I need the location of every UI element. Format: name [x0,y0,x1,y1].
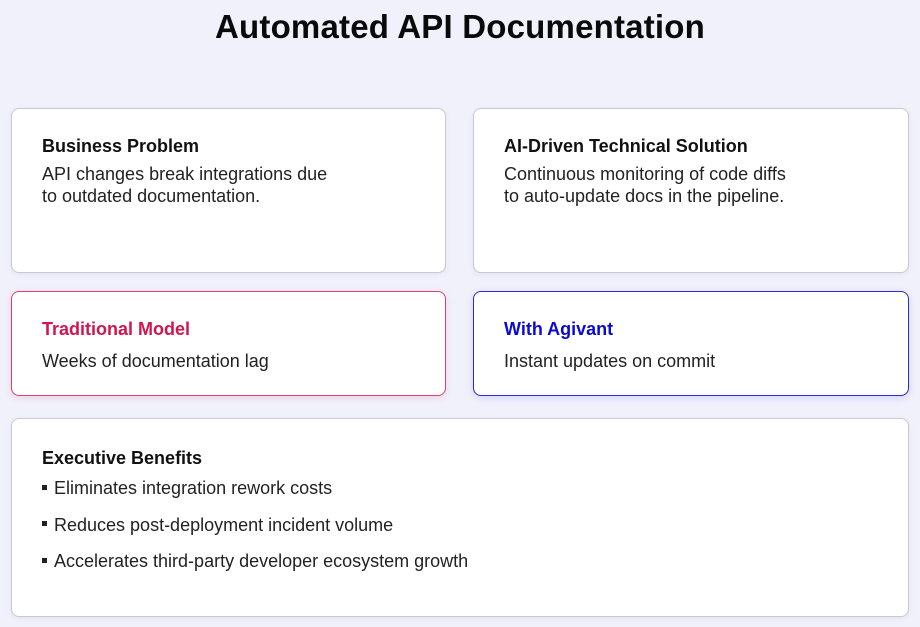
page-title: Automated API Documentation [214,8,706,45]
business-problem-card: Business Problem API changes break integ… [11,108,446,273]
card-heading: With Agivant [504,319,614,339]
with-agivant-card: With Agivant Instant updates on commit [473,291,909,396]
bullet-icon [42,484,47,490]
card-body: API changes break integrations due to ou… [42,164,328,206]
card-body: Continuous monitoring of code diffs to a… [504,164,786,206]
list-item: Eliminates integration rework costs [42,477,878,514]
card-heading: AI-Driven Technical Solution [504,136,748,156]
card-heading: Executive Benefits [42,448,203,468]
card-heading: Business Problem [42,136,200,156]
card-body: Weeks of documentation lag [42,351,269,371]
list-item-text: Reduces post-deployment incident volume [54,514,394,535]
list-item-text: Accelerates third-party developer ecosys… [54,551,469,571]
list-item-text: Eliminates integration rework costs [54,478,333,498]
executive-benefits-card: Executive Benefits Eliminates integratio… [11,418,909,617]
list-item: Reduces post-deployment incident volume [42,514,878,551]
list-item: Accelerates third-party developer ecosys… [42,550,878,587]
card-body: Instant updates on commit [504,351,716,371]
traditional-model-card: Traditional Model Weeks of documentation… [11,291,446,396]
bullet-icon [42,521,47,527]
technical-solution-card: AI-Driven Technical Solution Continuous … [473,108,909,273]
card-heading: Traditional Model [42,319,191,339]
benefits-list: Eliminates integration rework costs Redu… [42,477,878,587]
bullet-icon [42,557,47,563]
